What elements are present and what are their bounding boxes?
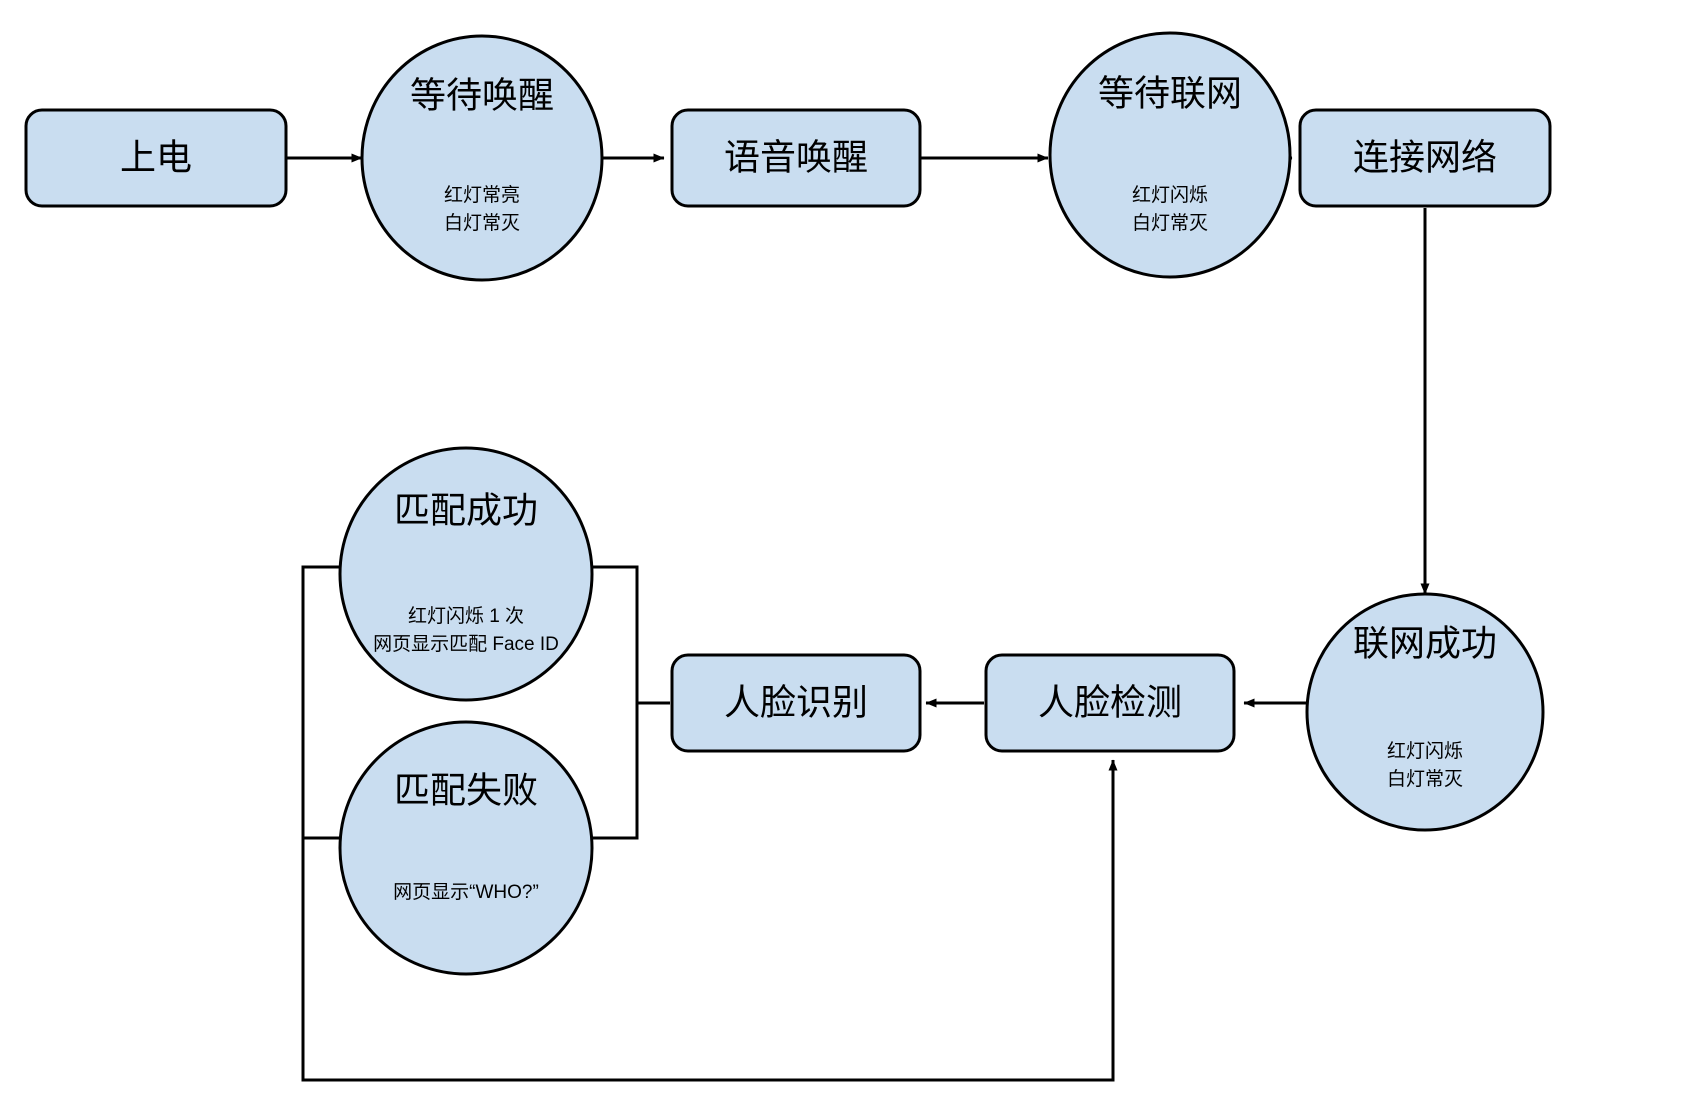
node-match-success-shape[interactable] — [338, 446, 594, 702]
node-match-success-label: 匹配成功 — [394, 490, 538, 531]
node-face-detect[interactable]: 人脸检测 — [984, 653, 1236, 753]
node-match-success[interactable]: 匹配成功 红灯闪烁 1 次 网页显示匹配 Face ID — [338, 446, 594, 702]
node-match-fail-sub1: 网页显示“WHO?” — [393, 882, 539, 903]
node-wait-wake-label: 等待唤醒 — [410, 75, 554, 116]
node-wait-network-shape[interactable] — [1048, 31, 1292, 279]
node-voice-wake-shape[interactable] — [670, 108, 922, 208]
node-power-on[interactable]: 上电 — [24, 108, 288, 208]
node-network-success[interactable]: 联网成功 红灯闪烁 白灯常灭 — [1305, 592, 1545, 832]
node-network-success-label: 联网成功 — [1353, 623, 1497, 664]
node-wait-network-label: 等待联网 — [1098, 73, 1242, 114]
edge-face-recognize-to-match-fail-branch — [592, 703, 639, 840]
node-wait-wake[interactable]: 等待唤醒 红灯常亮 白灯常灭 — [360, 34, 604, 282]
node-match-success-sub1: 红灯闪烁 1 次 — [408, 605, 524, 627]
node-voice-wake-label: 语音唤醒 — [724, 137, 868, 178]
edge-face-recognize-to-match-branch — [592, 565, 670, 705]
node-network-success-sub1: 红灯闪烁 — [1387, 740, 1463, 762]
node-match-success-sub2: 网页显示匹配 Face ID — [373, 634, 559, 655]
node-face-detect-label: 人脸检测 — [1038, 682, 1182, 723]
node-wait-network-sub2: 白灯常灭 — [1132, 212, 1208, 234]
node-voice-wake[interactable]: 语音唤醒 — [670, 108, 922, 208]
node-match-fail[interactable]: 匹配失败 网页显示“WHO?” — [338, 720, 594, 976]
node-power-on-label: 上电 — [120, 137, 192, 178]
nodes-layer: 上电 等待唤醒 红灯常亮 白灯常灭 语音唤醒 等待联网 红灯闪烁 白灯常灭 — [24, 31, 1552, 976]
node-match-fail-label: 匹配失败 — [394, 770, 538, 811]
edge-match-fail-to-face-detect-loop — [301, 759, 1118, 1082]
node-network-success-sub2: 白灯常灭 — [1387, 768, 1463, 790]
node-connect-network[interactable]: 连接网络 — [1298, 108, 1552, 208]
node-face-recognize-shape[interactable] — [670, 653, 922, 753]
node-wait-network-sub1: 红灯闪烁 — [1132, 184, 1208, 206]
node-connect-network-shape[interactable] — [1298, 108, 1552, 208]
node-power-on-shape[interactable] — [24, 108, 288, 208]
node-wait-wake-sub2: 白灯常灭 — [444, 212, 520, 234]
node-face-detect-shape[interactable] — [984, 653, 1236, 753]
node-face-recognize[interactable]: 人脸识别 — [670, 653, 922, 753]
node-connect-network-label: 连接网络 — [1353, 137, 1497, 178]
node-wait-wake-shape[interactable] — [360, 34, 604, 282]
node-wait-wake-sub1: 红灯常亮 — [444, 184, 520, 206]
node-match-fail-shape[interactable] — [338, 720, 594, 976]
node-wait-network[interactable]: 等待联网 红灯闪烁 白灯常灭 — [1048, 31, 1292, 279]
node-face-recognize-label: 人脸识别 — [724, 682, 868, 723]
node-network-success-shape[interactable] — [1305, 592, 1545, 832]
